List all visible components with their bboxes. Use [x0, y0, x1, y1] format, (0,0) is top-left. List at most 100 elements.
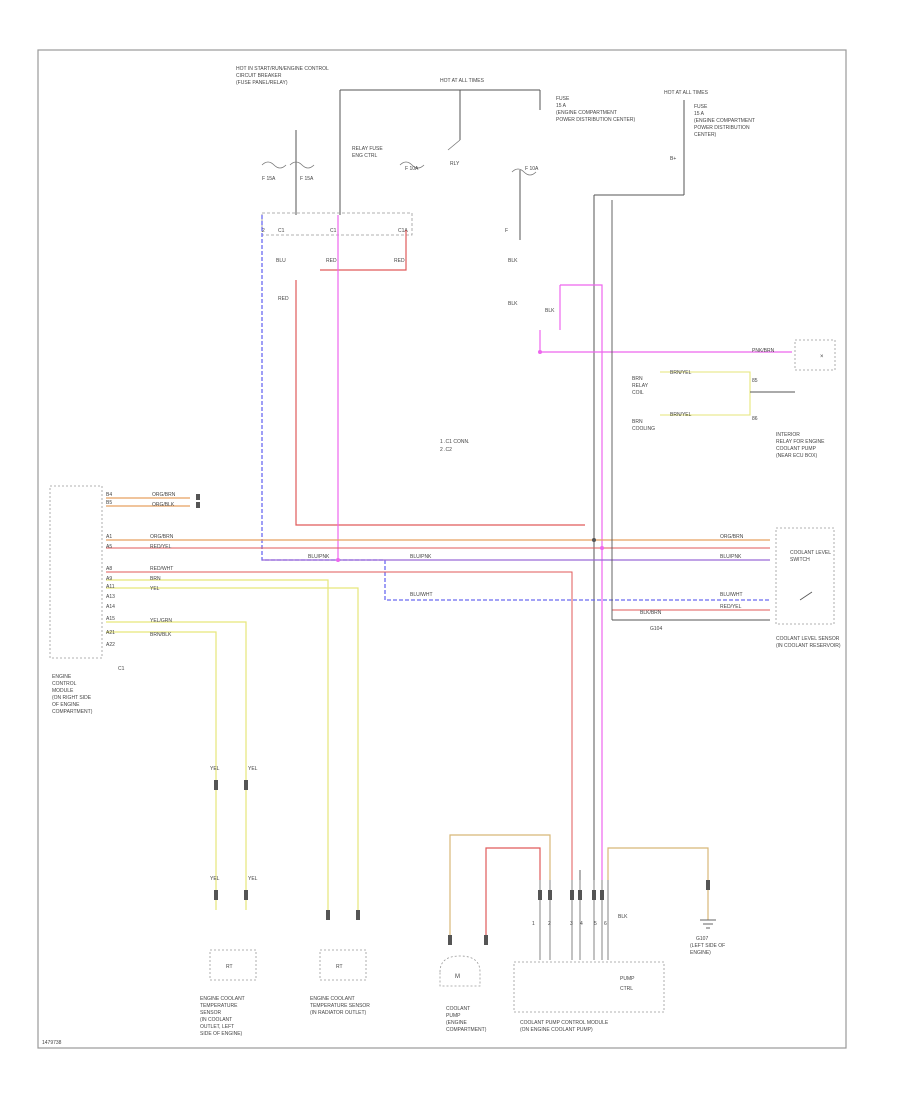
top-right-fuse-3: (ENGINE COMPARTMENT [694, 118, 755, 124]
svg-text:COOLING: COOLING [632, 426, 655, 432]
svg-text:A9: A9 [106, 576, 112, 582]
svg-text:F 15A: F 15A [262, 176, 276, 182]
svg-text:RED/YEL: RED/YEL [150, 544, 172, 550]
interior-relay [794, 339, 836, 371]
switch-contact [799, 591, 813, 601]
svg-text:5: 5 [594, 921, 597, 927]
svg-text:PNK/BRN: PNK/BRN [752, 348, 775, 354]
svg-text:BLU/PNK: BLU/PNK [720, 554, 742, 560]
svg-text:BLU: BLU [276, 258, 286, 264]
ground-label-2: (LEFT SIDE OF [690, 943, 725, 949]
svg-text:RELAY: RELAY [632, 383, 649, 389]
svg-text:YEL: YEL [210, 766, 220, 772]
wire-yellow-1 [106, 579, 329, 910]
svg-text:BRN: BRN [632, 376, 643, 382]
svg-text:RED/YEL: RED/YEL [720, 604, 742, 610]
svg-text:F 10A: F 10A [405, 166, 419, 172]
fuse-labels: F 15A F 15A RELAY FUSE ENG CTRL F 10A RL… [262, 146, 676, 182]
svg-text:BRN/YEL: BRN/YEL [670, 412, 692, 418]
coolant-level-switch [775, 527, 835, 625]
svg-text:C1: C1 [118, 666, 125, 672]
svg-text:2: 2 [548, 921, 551, 927]
level-sensor-label: COOLANT LEVEL SENSOR [776, 636, 840, 642]
ground-symbol [700, 919, 716, 929]
sensor-1-label-6: SIDE OF ENGINE) [200, 1031, 243, 1037]
svg-text:RED: RED [394, 258, 405, 264]
top-right-fuse: FUSE [694, 104, 708, 110]
svg-text:YEL: YEL [248, 876, 258, 882]
wire-yellow-4 [106, 631, 217, 910]
pump-label: COOLANT [446, 1006, 470, 1012]
svg-text:YEL: YEL [210, 876, 220, 882]
relay-label-2: RELAY FOR ENGINE [776, 439, 825, 445]
controller-sub-label: PUMP [620, 976, 635, 982]
connector-ticks [196, 494, 710, 945]
svg-text:C1: C1 [330, 228, 337, 234]
wire-yellow-3 [106, 621, 247, 910]
footer-code: 1479738 [42, 1040, 62, 1046]
svg-text:COIL: COIL [632, 390, 644, 396]
svg-text:A14: A14 [106, 604, 115, 610]
svg-text:RED: RED [278, 296, 289, 302]
svg-text:F 10A: F 10A [525, 166, 539, 172]
svg-text:2: 2 [262, 228, 265, 234]
svg-text:RELAY FUSE: RELAY FUSE [352, 146, 383, 152]
svg-text:YEL: YEL [248, 766, 258, 772]
sensor-2-symbol: RT [336, 964, 343, 970]
svg-text:A13: A13 [106, 594, 115, 600]
svg-text:BLU/WHT: BLU/WHT [410, 592, 433, 598]
svg-text:BLK: BLK [508, 301, 518, 307]
svg-text:YEL: YEL [150, 586, 160, 592]
top-right-fuse-2: 15 A [694, 111, 705, 117]
top-left-module-label-2: CIRCUIT BREAKER [236, 73, 282, 79]
relay-label-4: (NEAR ECU BOX) [776, 453, 817, 459]
splice-dots [336, 350, 604, 562]
fuse-group-label-4: POWER DISTRIBUTION CENTER) [556, 117, 636, 123]
fuse-2 [289, 161, 315, 169]
ground-label-3: ENGINE) [690, 950, 711, 956]
top-right-fuse-5: CENTER) [694, 132, 717, 138]
top-center-label: HOT AT ALL TIMES [440, 78, 485, 84]
svg-text:BRN: BRN [632, 419, 643, 425]
top-bus-wires [295, 89, 685, 880]
svg-text:6: 6 [604, 921, 607, 927]
svg-text:BRN: BRN [150, 576, 161, 582]
switch-label-2: SWITCH [790, 557, 810, 563]
fuse-group-label: FUSE [556, 96, 570, 102]
svg-text:RED/WHT: RED/WHT [150, 566, 173, 572]
svg-text:A15: A15 [106, 616, 115, 622]
fuse-group-label-3: (ENGINE COMPARTMENT [556, 110, 617, 116]
ecm-label-6: COMPARTMENT) [52, 709, 93, 715]
svg-text:A22: A22 [106, 642, 115, 648]
sensor-2-label-3: (IN RADIATOR OUTLET) [310, 1010, 367, 1016]
ground-label: G107 [696, 936, 708, 942]
svg-text:F 15A: F 15A [300, 176, 314, 182]
ecm-label-2: CONTROL [52, 681, 77, 687]
svg-text:ORG/BRN: ORG/BRN [720, 534, 744, 540]
svg-text:ENG CTRL: ENG CTRL [352, 153, 378, 159]
svg-text:RLY: RLY [450, 161, 460, 167]
controller-label: COOLANT PUMP CONTROL MODULE [520, 1020, 609, 1026]
top-left-module-label: HOT IN START/RUN/ENGINE CONTROL [236, 66, 329, 72]
svg-text:86: 86 [752, 416, 758, 422]
pump-label-2: PUMP [446, 1013, 461, 1019]
ecm-label-5: OF ENGINE [52, 702, 80, 708]
svg-text:1: 1 [532, 921, 535, 927]
top-right-label: HOT AT ALL TIMES [664, 90, 709, 96]
svg-text:A11: A11 [106, 584, 115, 590]
svg-text:BLU/PNK: BLU/PNK [308, 554, 330, 560]
svg-text:F: F [505, 228, 508, 234]
top-left-module-label-3: (FUSE PANEL/RELAY) [236, 80, 288, 86]
sensor-1-label-3: SENSOR [200, 1010, 222, 1016]
wire-yellow-2 [106, 587, 359, 910]
svg-text:C1A: C1A [398, 228, 408, 234]
svg-text:G104: G104 [650, 626, 662, 632]
ecm-label-3: MODULE [52, 688, 74, 694]
sensor-1-wire-labels: YEL YEL YEL YEL [210, 766, 258, 882]
svg-text:BLK: BLK [508, 258, 518, 264]
controller-sub-label-2: CTRL [620, 986, 633, 992]
